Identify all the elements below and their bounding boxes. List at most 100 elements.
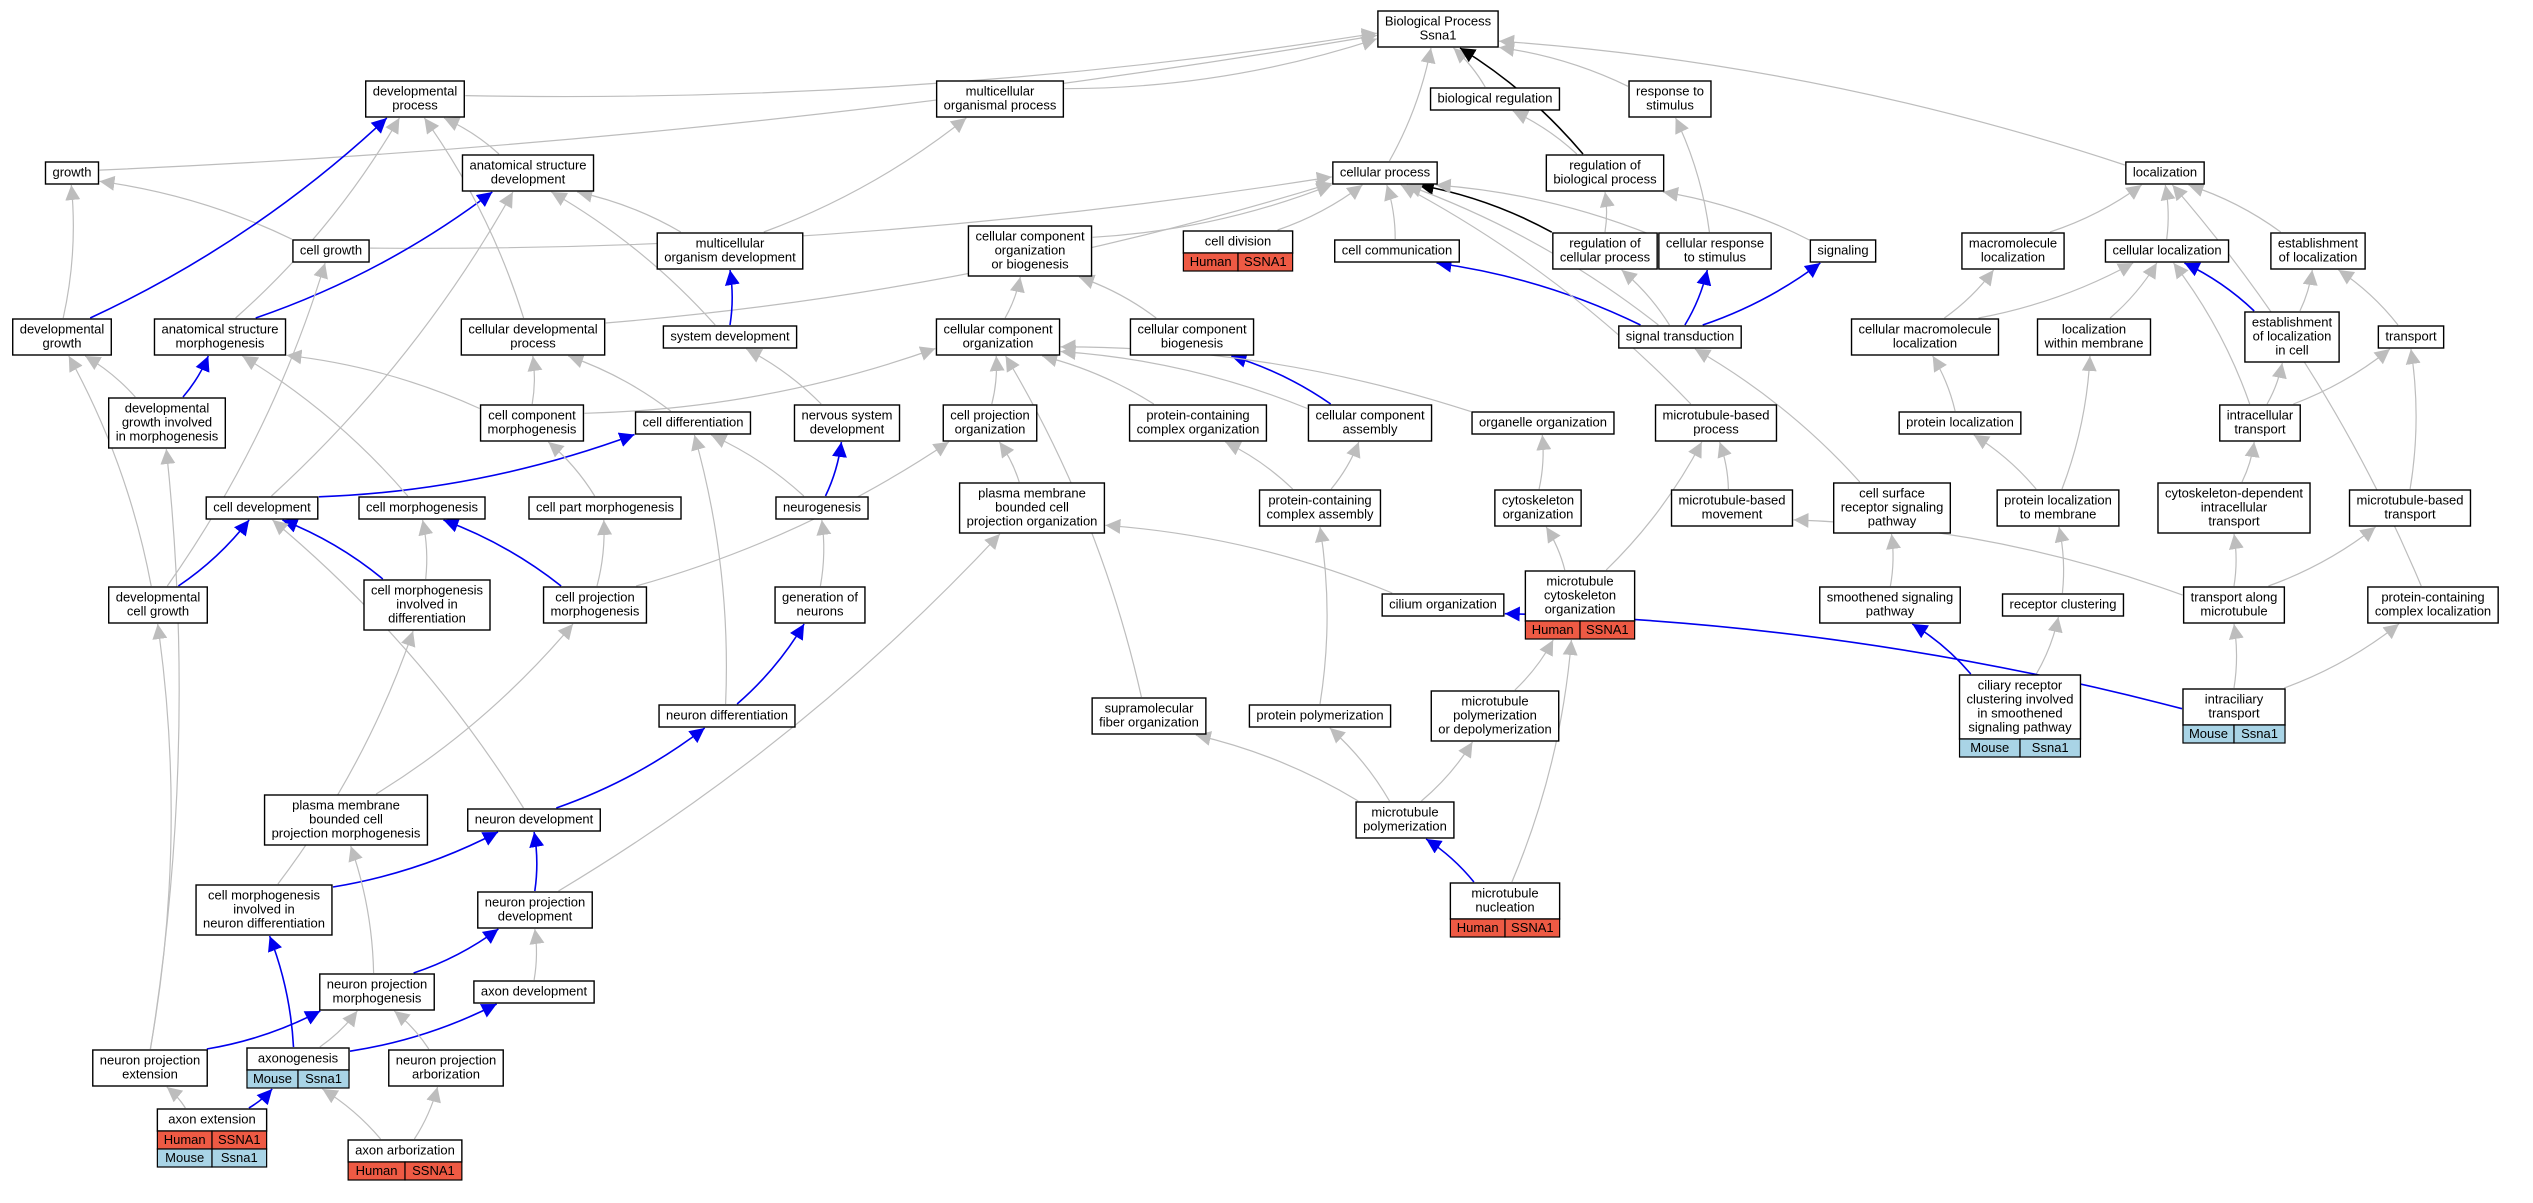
go-term-node-cpmorph[interactable]: cell part morphogenesis (528, 496, 682, 520)
node-label-line: of localization (2253, 329, 2332, 344)
node-box (1129, 318, 1255, 356)
go-term-node-mtco[interactable]: microtubulecytoskeletonorganizationHuman… (1524, 570, 1636, 640)
go-term-node-cdit[interactable]: cytoskeleton-dependentintracellulartrans… (2157, 482, 2311, 534)
go-term-node-bioreg[interactable]: biological regulation (1429, 87, 1561, 111)
node-label-line: of localization (2279, 250, 2358, 265)
edge-cellgrowth-to-growth (99, 175, 293, 240)
edge-axondev-to-npd (529, 928, 545, 981)
go-term-node-orgorg[interactable]: organelle organization (1471, 411, 1615, 435)
go-term-node-cellmorph[interactable]: cell morphogenesis (358, 496, 486, 520)
node-label-line: axon arborization (355, 1143, 455, 1158)
edge-ift-to-tam (2228, 623, 2244, 689)
go-term-node-protpoly[interactable]: protein polymerization (1248, 704, 1392, 728)
go-term-node-neurdiff[interactable]: neuron differentiation (658, 704, 796, 728)
node-label-line: cellular component (975, 229, 1085, 244)
go-term-node-cellcomm[interactable]: cell communication (1334, 239, 1460, 263)
go-term-node-growth[interactable]: growth (44, 161, 100, 185)
go-term-node-protloc[interactable]: protein localization (1898, 411, 2022, 435)
node-label-line: protein-containing (1146, 408, 1249, 423)
edge-npd-to-pmbcpo (558, 533, 1001, 892)
go-term-node-sysdev[interactable]: system development (662, 325, 798, 349)
go-term-node-cellloc[interactable]: cellular localization (2104, 239, 2230, 263)
go-term-node-cellproc[interactable]: cellular process (1332, 161, 1438, 185)
gene-label: Ssna1 (221, 1150, 258, 1165)
go-term-node-signaling[interactable]: signaling (1809, 239, 1877, 263)
go-term-node-loc[interactable]: localization (2125, 161, 2205, 185)
go-term-node-ciliumorg[interactable]: cilium organization (1381, 593, 1505, 617)
go-term-node-cellgrowth[interactable]: cell growth (292, 239, 370, 263)
edge-pcca-to-pcco (1225, 441, 1294, 490)
go-term-node-transport[interactable]: transport (2377, 325, 2445, 349)
edge-neurdiff-to-celldiff (691, 434, 727, 705)
node-label-line: cellular localization (2112, 243, 2221, 258)
go-term-node-sigtrans[interactable]: signal transduction (1618, 325, 1742, 349)
go-term-node-recclust[interactable]: receptor clustering (2001, 593, 2125, 617)
go-term-node-neurogenesis[interactable]: neurogenesis (775, 496, 869, 520)
go-term-node-celldev[interactable]: cell development (205, 496, 319, 520)
go-term-node-celldiff[interactable]: cell differentiation (634, 411, 752, 435)
go-term-node-axondev[interactable]: axon development (473, 980, 595, 1004)
node-label-line: microtubule (2200, 604, 2267, 619)
go-term-node-neurdev[interactable]: neuron development (467, 808, 601, 832)
edge-axonext-to-npe (166, 1086, 186, 1109)
